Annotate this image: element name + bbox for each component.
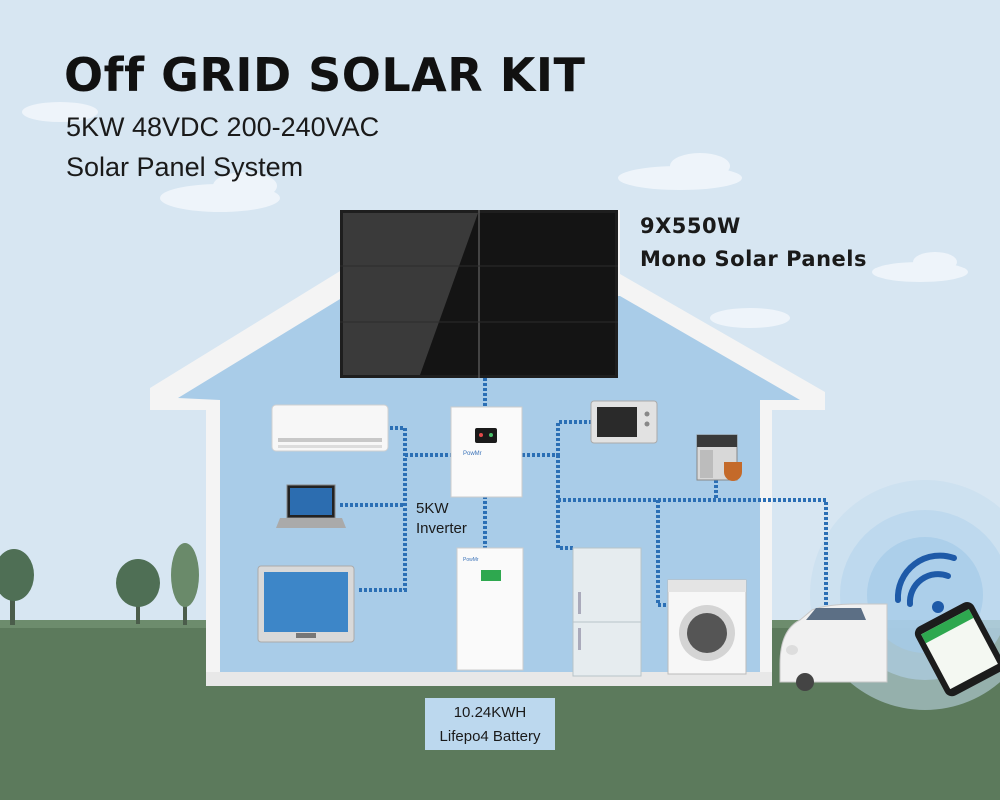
washing-machine-icon [667,579,747,675]
inverter-icon: PowMr [450,406,523,498]
svg-text:PowMr: PowMr [463,451,482,457]
tree-icon [0,549,34,625]
microwave-icon [590,400,658,444]
panel-type-label: Mono Solar Panels [640,247,867,271]
subtitle-specs: 5KW 48VDC 200-240VAC [66,112,380,142]
inverter-name-label: Inverter [416,520,467,537]
cloud-icon [22,102,98,122]
refrigerator-icon [572,547,642,677]
cloud-icon [160,172,280,212]
inverter-power-label: 5KW [416,500,449,517]
page-title: Off GRID SOLAR KIT [64,48,586,102]
panel-quantity-label: 9X550W [640,214,741,238]
coffee-machine-icon [696,434,742,481]
battery-type-label: Lifepo4 Battery [439,728,541,745]
monitor-icon [257,565,355,643]
battery-label-box [425,698,555,750]
smartphone-icon [914,602,1000,697]
subtitle-system: Solar Panel System [66,152,304,182]
cloud-icon [710,308,790,328]
tree-icon [116,559,160,624]
solar-panel-icon [340,210,618,378]
cloud-icon [872,252,968,282]
battery-capacity-label: 10.24KWH [453,704,527,721]
air-conditioner-icon [271,404,389,452]
tree-icon [171,543,199,625]
svg-text:PowMr: PowMr [463,557,479,563]
cloud-icon [618,153,742,190]
battery-icon: PowMr [456,547,524,671]
wifi-icon [894,552,957,613]
wiring [340,378,828,615]
car-icon [779,603,888,691]
laptop-icon [276,484,346,528]
